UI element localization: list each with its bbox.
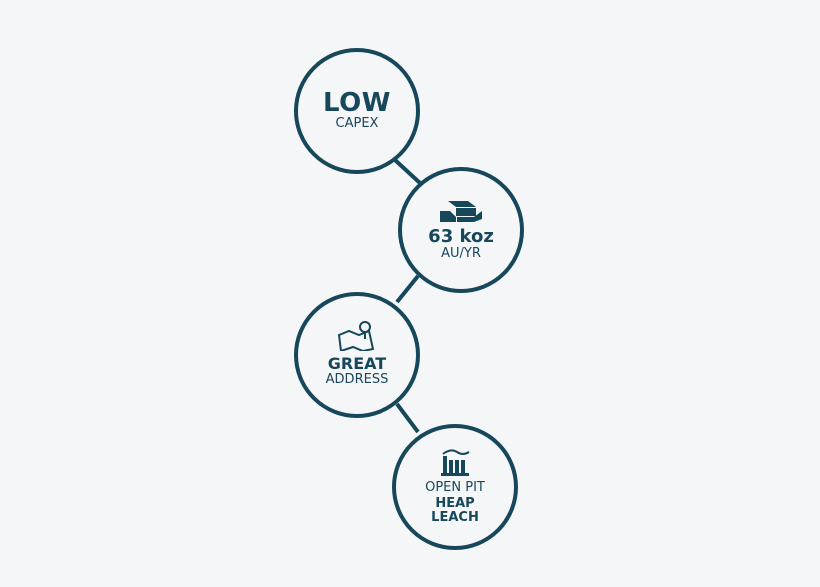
node-address: GREAT ADDRESS [294,292,420,418]
node-low-capex: LOW CAPEX [294,48,420,174]
factory-icon [441,449,470,477]
gold-bars-icon [440,200,482,222]
node-title: LOW [323,87,391,118]
node-heap-leach: OPEN PIT HEAP LEACH [392,424,518,550]
node-line3: LEACH [431,510,479,526]
node-title: GREAT [327,353,387,373]
node-title: 63 koz [428,225,494,247]
node-production: 63 koz AU/YR [398,167,524,293]
node-line1: OPEN PIT [425,480,485,496]
map-pin-icon [337,320,375,351]
node-subtitle: CAPEX [335,115,379,131]
node-subtitle: ADDRESS [325,372,389,388]
node-line2: HEAP [435,496,475,512]
node-subtitle: AU/YR [441,246,481,262]
